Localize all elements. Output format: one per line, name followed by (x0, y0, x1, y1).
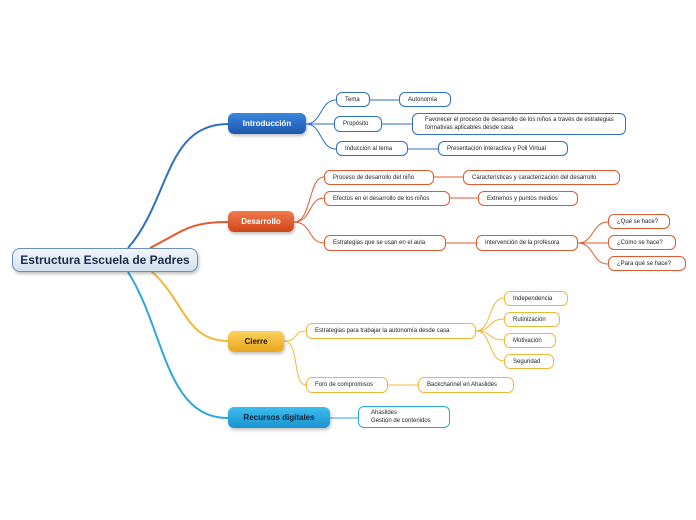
cierre-rutinizacion[interactable]: Rutinización (504, 312, 560, 327)
connector-estr-independencia (475, 297, 505, 332)
intro-tema-label: Tema (345, 96, 360, 103)
connector-root-recursos (127, 271, 229, 419)
topic-desarrollo[interactable]: Desarrollo (228, 211, 294, 232)
topic-recursos-label: Recursos digitales (243, 413, 315, 422)
intro-autonomia[interactable]: Autonomía (399, 92, 451, 107)
cierre-independencia[interactable]: Independencia (504, 291, 568, 306)
recursos-ahaslides-label: Ahaslides (371, 410, 398, 416)
cierre-estrategias[interactable]: Estrategias para trabajar la autonomía d… (306, 323, 476, 339)
des-que-label: ¿Qué se hace? (617, 218, 659, 225)
cierre-motivacion-label: Motivación (513, 337, 542, 344)
connector-root-introduccion (127, 123, 229, 249)
cierre-seguridad-label: Seguridad (513, 358, 541, 365)
des-estrategias[interactable]: Estrategias que se usan en el aula (324, 235, 446, 251)
connector-des-estrategias (293, 221, 325, 244)
connector-des-efectos (293, 197, 325, 223)
connector-root-cierre (149, 269, 229, 342)
topic-cierre-label: Cierre (244, 337, 268, 346)
intro-induccion-label: Inducción al tema (345, 145, 393, 152)
des-caracteristicas-label: Características y caracterización del de… (472, 174, 597, 181)
connector-estr-seguridad (475, 330, 505, 362)
intro-presentacion-label: Presentación interactiva y Poll Virtual (447, 145, 546, 152)
topic-introduccion-label: Introducción (242, 119, 292, 128)
des-para-que[interactable]: ¿Para qué se hace? (608, 256, 686, 271)
des-como[interactable]: ¿Cómo se hace? (608, 235, 676, 250)
cierre-motivacion[interactable]: Motivación (504, 333, 556, 348)
connector-cierre-foro (283, 340, 307, 386)
des-estrategias-label: Estrategias que se usan en el aula (333, 240, 426, 246)
des-proceso-label: Proceso de desarrollo del niño (333, 174, 415, 181)
topic-desarrollo-label: Desarrollo (241, 217, 281, 226)
cierre-seguridad[interactable]: Seguridad (504, 354, 554, 369)
cierre-independencia-label: Independencia (513, 295, 553, 302)
intro-induccion[interactable]: Inducción al tema (336, 141, 408, 156)
des-extremos[interactable]: Extremos y puntos medios (478, 191, 578, 206)
des-como-label: ¿Cómo se hace? (617, 239, 663, 246)
root-label: Estructura Escuela de Padres (20, 253, 190, 267)
connector-intervencion-paraque (577, 242, 609, 265)
connector-cierre-estrategias (283, 330, 307, 342)
des-efectos-label: Efectos en el desarrollo de los niños (333, 195, 430, 202)
cierre-estrategias-label: Estrategias para trabajar la autonomía d… (315, 328, 450, 334)
des-efectos[interactable]: Efectos en el desarrollo de los niños (324, 191, 450, 206)
connector-root-desarrollo (149, 221, 229, 249)
cierre-foro-label: Foro de compromisos (315, 382, 374, 388)
intro-presentacion[interactable]: Presentación interactiva y Poll Virtual (438, 141, 568, 156)
intro-proposito-detail[interactable]: Favorecer el proceso de desarrollo de lo… (412, 113, 626, 135)
des-proceso[interactable]: Proceso de desarrollo del niño (324, 170, 434, 185)
des-extremos-label: Extremos y puntos medios (487, 195, 558, 202)
intro-tema[interactable]: Tema (336, 92, 370, 107)
intro-proposito-detail-label: Favorecer el proceso de desarrollo de lo… (425, 117, 614, 131)
intro-autonomia-label: Autonomía (408, 96, 438, 103)
cierre-rutinizacion-label: Rutinización (513, 316, 546, 323)
des-intervencion[interactable]: Intervención de la profesora (476, 235, 578, 251)
connector-intervencion-que (577, 221, 609, 244)
connector-estr-rutinizacion (475, 318, 505, 332)
root-node[interactable]: Estructura Escuela de Padres (12, 248, 198, 272)
connector-des-proceso (293, 176, 325, 223)
des-caracteristicas[interactable]: Características y caracterización del de… (463, 170, 620, 185)
connector-intro-tema (305, 99, 337, 125)
cierre-foro[interactable]: Foro de compromisos (306, 377, 388, 393)
recursos-items[interactable]: Ahaslides Gestión de contenidos (358, 406, 450, 428)
recursos-gestion-label: Gestión de contenidos (371, 418, 431, 424)
connector-intro-induccion (305, 123, 337, 150)
intro-proposito[interactable]: Propósito (334, 116, 382, 132)
des-que[interactable]: ¿Qué se hace? (608, 214, 670, 229)
cierre-backchannel[interactable]: Backchannel en Ahaslides (418, 377, 514, 393)
topic-introduccion[interactable]: Introducción (228, 113, 306, 134)
topic-recursos[interactable]: Recursos digitales (228, 407, 330, 428)
intro-proposito-label: Propósito (343, 121, 369, 127)
topic-cierre[interactable]: Cierre (228, 331, 284, 352)
cierre-backchannel-label: Backchannel en Ahaslides (427, 382, 498, 388)
des-para-que-label: ¿Para qué se hace? (617, 260, 672, 267)
des-intervencion-label: Intervención de la profesora (485, 240, 560, 246)
